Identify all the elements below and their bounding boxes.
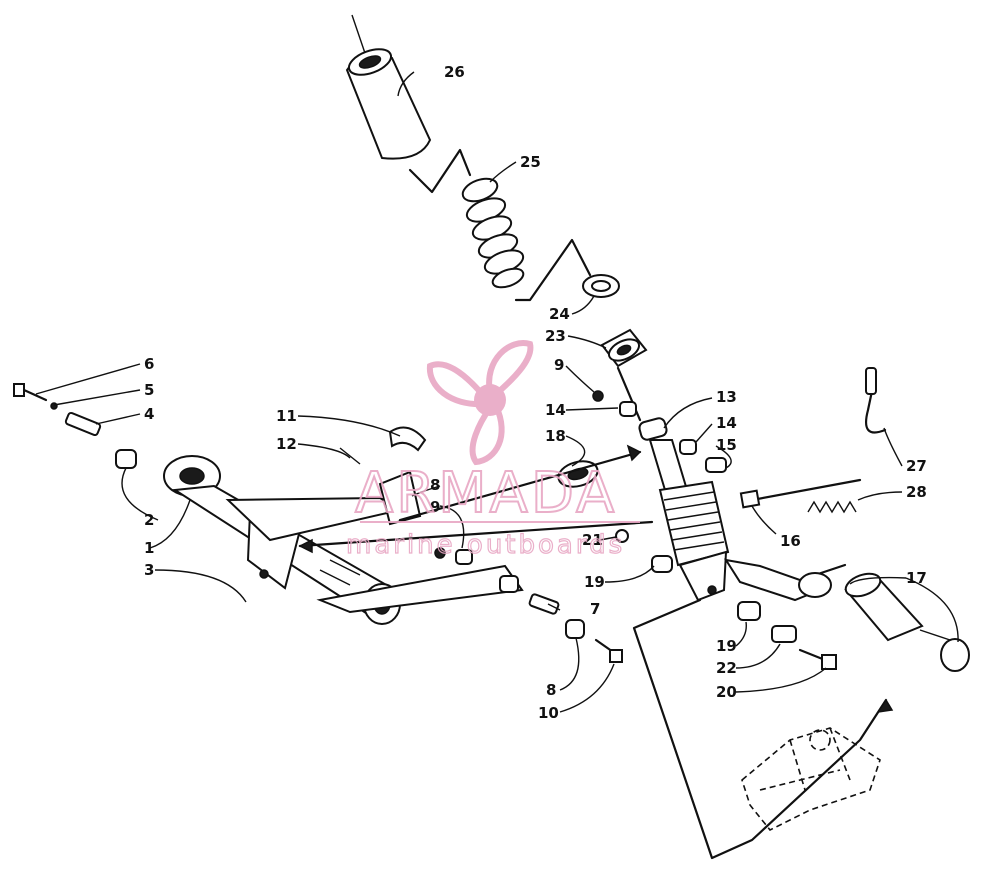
part-bolt-lower [798, 648, 837, 670]
callout-17: 17 [906, 569, 927, 587]
callout-28: 28 [906, 483, 927, 501]
part-lower-arm [316, 564, 524, 614]
callout-21: 21 [582, 531, 603, 549]
callout-12: 12 [276, 435, 297, 453]
callout-6: 6 [144, 355, 154, 373]
callout-20: 20 [716, 683, 737, 701]
callout-8-upper: 8 [430, 476, 440, 494]
part-damper [798, 563, 970, 672]
callout-23: 23 [545, 327, 566, 345]
callout-3: 3 [144, 561, 154, 579]
callout-14-left: 14 [545, 401, 566, 419]
propeller-icon [426, 340, 534, 466]
leader-boot-spring [408, 148, 472, 194]
callout-11: 11 [276, 407, 297, 425]
part-bolt-lower-left [594, 638, 623, 663]
callout-16: 16 [780, 532, 801, 550]
callout-4: 4 [144, 405, 154, 423]
part-spring [461, 177, 525, 289]
callout-2: 2 [144, 511, 154, 529]
leader-spring-washer [514, 238, 592, 302]
part-sleeve [705, 457, 727, 473]
part-washer [582, 274, 620, 298]
part-pin-lower [528, 593, 560, 615]
assembly-arrow-lower [298, 520, 654, 548]
callout-9-top: 9 [554, 356, 564, 374]
part-nut-upper [592, 390, 604, 402]
callout-19-upper: 19 [584, 573, 605, 591]
callout-19-lower: 19 [716, 637, 737, 655]
callout-25: 25 [520, 153, 541, 171]
part-nut-bracket [434, 547, 446, 559]
part-boot [345, 14, 432, 160]
watermark-brand: ARMADA [355, 461, 617, 526]
part-bolt-upper-left [13, 383, 48, 402]
callout-22: 22 [716, 659, 737, 677]
callout-26: 26 [444, 63, 465, 81]
leader-shock-lower [632, 598, 888, 860]
part-bolt-shock [739, 478, 862, 509]
part-spring-seat [600, 328, 648, 368]
callout-8-lower: 8 [546, 681, 556, 699]
arrow-head-frame [876, 698, 894, 713]
assembly-arrow-upper [398, 450, 642, 522]
arrow-head-upper [626, 444, 642, 462]
part-bushing-right [679, 439, 697, 455]
part-bushing-8 [499, 575, 519, 593]
part-frame-reference [741, 727, 881, 832]
callout-5: 5 [144, 381, 154, 399]
callout-18: 18 [545, 427, 566, 445]
part-bracket-cap [388, 426, 427, 452]
callout-1: 1 [144, 539, 154, 557]
part-bushing-lower [565, 619, 585, 639]
part-sleeve-lower [771, 625, 797, 643]
part-shock-absorber [638, 417, 817, 602]
part-bushing-9 [455, 549, 473, 565]
watermark-tagline: marine outboards [346, 530, 625, 560]
part-washer-small [50, 402, 58, 410]
part-spacer-mid [651, 555, 673, 573]
part-bracket-pin [339, 447, 361, 465]
part-spacer-lower [737, 601, 761, 621]
callout-24: 24 [549, 305, 570, 323]
callout-15: 15 [716, 436, 737, 454]
arrow-head-lower [298, 538, 313, 554]
part-nut-21 [615, 529, 629, 543]
watermark: ARMADA marine outboards [345, 340, 640, 561]
part-bracket-mount [378, 470, 422, 526]
part-nut-2 [115, 449, 137, 469]
callout-9-left: 9 [430, 498, 440, 516]
part-bushing-left [619, 401, 637, 417]
callout-27: 27 [906, 457, 927, 475]
callout-13: 13 [716, 388, 737, 406]
part-cable [864, 367, 887, 434]
callout-14-right: 14 [716, 414, 737, 432]
part-pin [64, 411, 102, 437]
part-small-spring [807, 500, 857, 514]
callout-7: 7 [590, 600, 600, 618]
callout-10: 10 [538, 704, 559, 722]
